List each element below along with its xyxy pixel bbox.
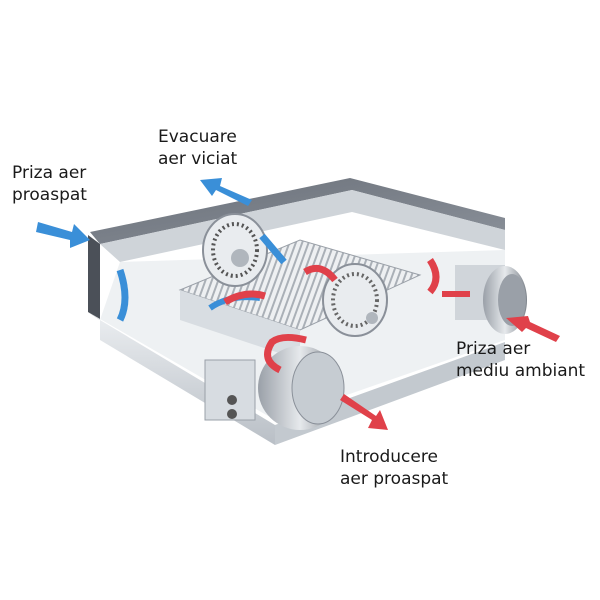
exhaust-fan <box>202 213 268 287</box>
room-air-intake-arrow <box>506 316 560 342</box>
supply-fan <box>322 263 388 337</box>
control-box <box>204 359 256 421</box>
warm-air-arrows <box>223 258 560 430</box>
exhaust-air-arrow <box>200 178 252 206</box>
fresh-air-supply-label: Introducere aer proaspat <box>340 447 449 489</box>
room-air-intake-label: Priza aer mediu ambiant <box>456 339 586 381</box>
fresh-air-intake-arrow <box>36 222 90 248</box>
casing-back <box>88 178 505 320</box>
fresh-air-supply-arrow <box>340 394 388 430</box>
exhaust-stale-air-label: Evacuare aer viciat <box>158 127 238 169</box>
fresh-air-intake-label: Priza aer proaspat <box>12 163 87 205</box>
